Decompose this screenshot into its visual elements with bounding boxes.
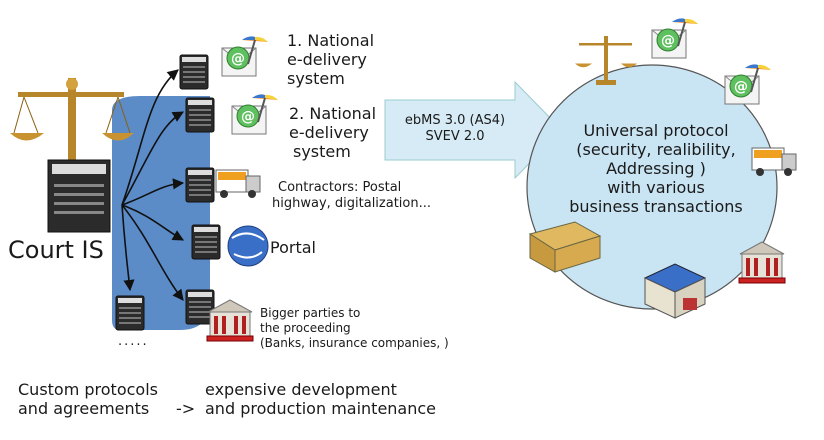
arrow-national1 [121,69,179,206]
national1-line: 1. National [287,31,375,50]
server-icon [185,97,215,133]
server-icon [191,224,221,260]
universal-line: with various [607,178,705,197]
footer-right-line: expensive development [205,380,397,399]
scales-icon [575,36,637,85]
scales-icon [10,78,134,176]
arrow-bigger-parties [121,204,184,301]
universal-line: (security, realibility, [576,140,736,159]
footer-left-line: Custom protocols [18,380,158,399]
shop-icon [643,263,707,319]
bigger-parties-line: (Banks, insurance companies, ) [260,336,449,350]
universal-line: Universal protocol [583,121,729,140]
server-icon [185,167,215,203]
arrow-other [121,204,135,292]
footer-right-line: and production maintenance [205,399,437,418]
national2-line: 2. National [289,104,377,123]
national2-line: e-delivery [289,123,369,142]
truck-icon [215,169,261,199]
portal-label: Portal [270,238,316,257]
email-icon [651,17,699,59]
contractors-line: highway, digitalization... [272,196,432,211]
email-icon [231,93,279,135]
arrow-contractors [121,178,185,206]
server-icon [179,54,209,90]
footer-left-line: and agreements [18,399,150,418]
arrow-line: ebMS 3.0 (AS4) [404,113,506,128]
email-icon [221,35,269,77]
bigger-parties-label: Bigger parties to the proceeding (Banks,… [260,306,449,351]
globe-icon [227,225,269,267]
building-icon [528,221,602,273]
bigger-parties-line: the proceeding [260,321,351,335]
bigger-parties-line: Bigger parties to [260,306,361,320]
universal-protocol-label: Universal protocol (security, realibilit… [556,121,756,216]
court-server-icon [47,159,111,233]
national2-label: 2. National e-delivery system [289,104,376,161]
footer-arrow: -> [176,399,196,418]
transfer-arrow-label: ebMS 3.0 (AS4) SVEV 2.0 [400,113,510,145]
arrow-portal [121,204,184,241]
connection-arrows [121,69,185,301]
national1-label: 1. National e-delivery system [287,31,374,88]
national2-line: system [293,142,351,161]
universal-line: Addressing ) [606,159,706,178]
ellipsis-label: ..... [118,334,149,349]
national1-line: system [287,69,345,88]
footer-right: expensive development and production mai… [205,380,436,418]
footer-left: Custom protocols and agreements [18,380,158,418]
protocol-bus [112,96,210,330]
contractors-line: Contractors: Postal [278,180,402,195]
court-is-label: Court IS [8,236,104,264]
universal-line: business transactions [569,197,743,216]
email-icon [724,63,772,105]
contractors-label: Contractors: Postal highway, digitalizat… [272,180,431,212]
server-icon [115,295,145,331]
national1-line: e-delivery [287,50,367,69]
arrow-line: SVEV 2.0 [425,129,485,144]
arrow-national2 [121,111,184,206]
